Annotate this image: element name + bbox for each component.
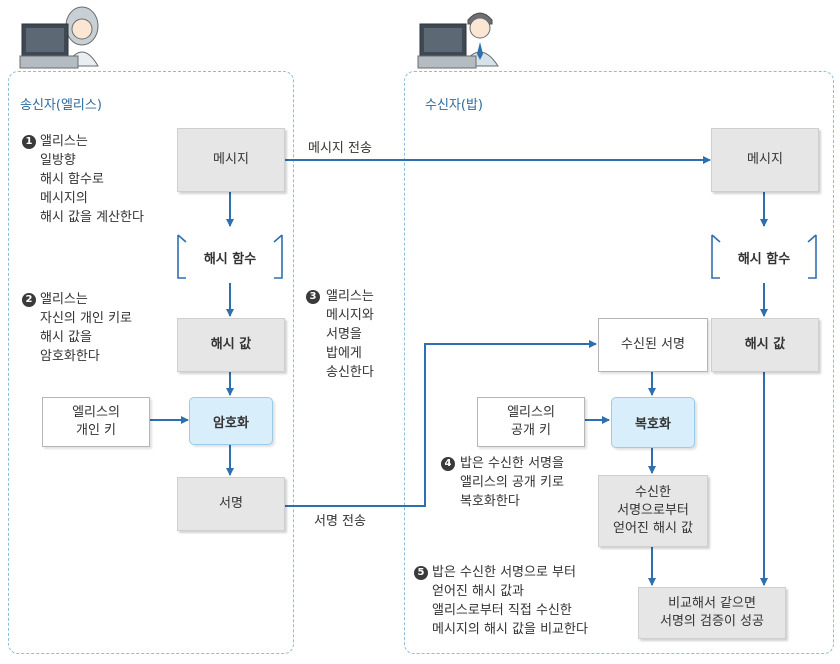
sender-panel <box>8 71 294 654</box>
receiver-panel <box>404 71 834 654</box>
receiver-decrypt-box: 복호화 <box>611 397 695 448</box>
step-2-number: 2 <box>22 293 36 307</box>
step-3-text: 앨리스는 메시지와 서명을 밥에게 송신한다 <box>326 289 374 380</box>
receiver-message-box: 메시지 <box>711 128 819 192</box>
sender-signature-box: 서명 <box>177 477 285 531</box>
sender-title: 송신자(엘리스) <box>20 98 102 113</box>
verification-result-box: 비교해서 같으면 서명의 검증이 성공 <box>638 587 786 639</box>
received-signature-box: 수신된 서명 <box>598 318 708 372</box>
derived-hash-value-box: 수신한 서명으로부터 얻어진 해시 값 <box>598 475 708 547</box>
signature-transfer-label: 서명 전송 <box>314 514 366 529</box>
step-4-number: 4 <box>441 457 455 471</box>
sender-person-at-computer-icon <box>19 6 99 69</box>
step-2-text: 앨리스는 자신의 개인 키로 해시 값을 암호화한다 <box>40 292 132 364</box>
step-5-number: 5 <box>414 566 428 580</box>
receiver-public-key-box: 엘리스의 공개 키 <box>477 397 585 447</box>
step-4-text: 밥은 수신한 서명을 앨리스의 공개 키로 복호화한다 <box>460 456 564 509</box>
step-5-text: 밥은 수신한 서명으로 부터 얻어진 해시 값과 앨리스로부터 직접 수신한 메… <box>432 565 588 637</box>
receiver-hash-value-box: 해시 값 <box>711 318 819 372</box>
sender-private-key-box: 엘리스의 개인 키 <box>42 397 150 447</box>
sender-encrypt-box: 암호화 <box>189 397 273 445</box>
step-3-number: 3 <box>306 290 320 304</box>
sender-hash-value-box: 해시 값 <box>177 318 285 372</box>
step-1-number: 1 <box>22 135 36 149</box>
receiver-hash-function-box: 해시 함수 <box>737 251 791 267</box>
sender-message-box: 메시지 <box>177 128 285 192</box>
message-transfer-label: 메시지 전송 <box>308 141 372 156</box>
step-1-text: 앨리스는 일방향 해시 함수로 메시지의 해시 값을 계산한다 <box>40 134 144 225</box>
receiver-person-at-computer-icon <box>417 12 499 69</box>
sender-hash-function-box: 해시 함수 <box>203 251 257 267</box>
receiver-title: 수신자(밥) <box>425 98 483 113</box>
